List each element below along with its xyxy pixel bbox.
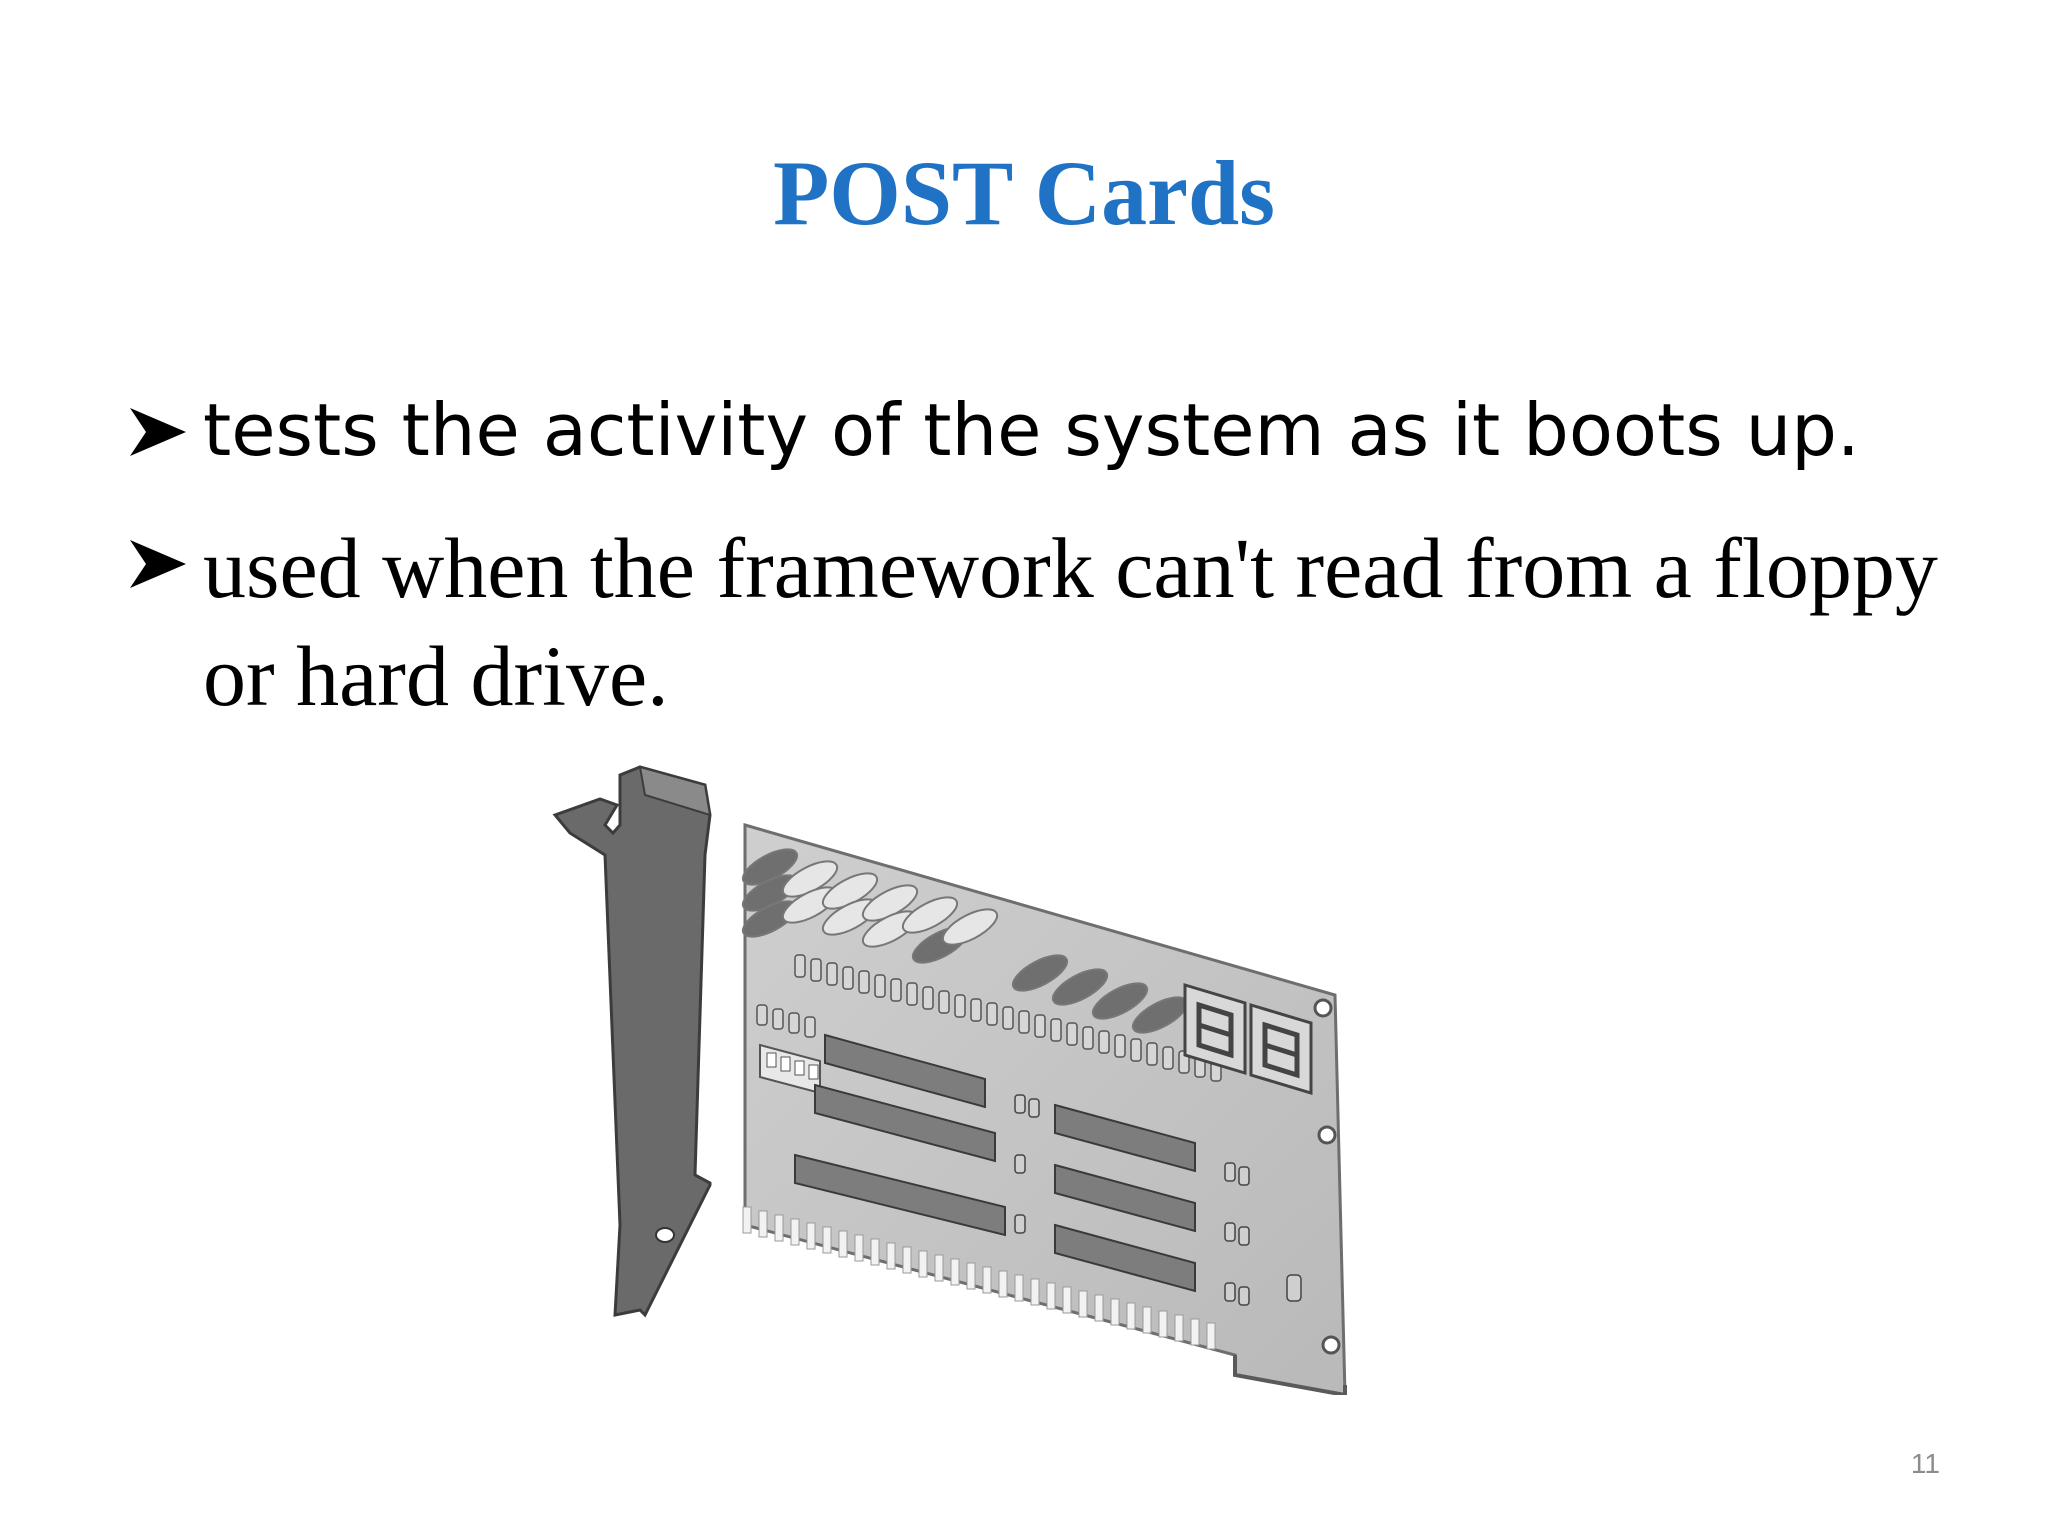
post-card-illustration [552,765,1347,1395]
bullet-text-2: used when the framework can't read from … [203,520,1938,724]
arrowhead-bullet-icon [130,540,186,588]
slide-title: POST Cards [773,142,1275,244]
page-number: 11 [1910,1448,1940,1479]
bullet-text-1: tests the activity of the system as it b… [203,388,1860,472]
arrowhead-bullet-icon [130,408,186,456]
